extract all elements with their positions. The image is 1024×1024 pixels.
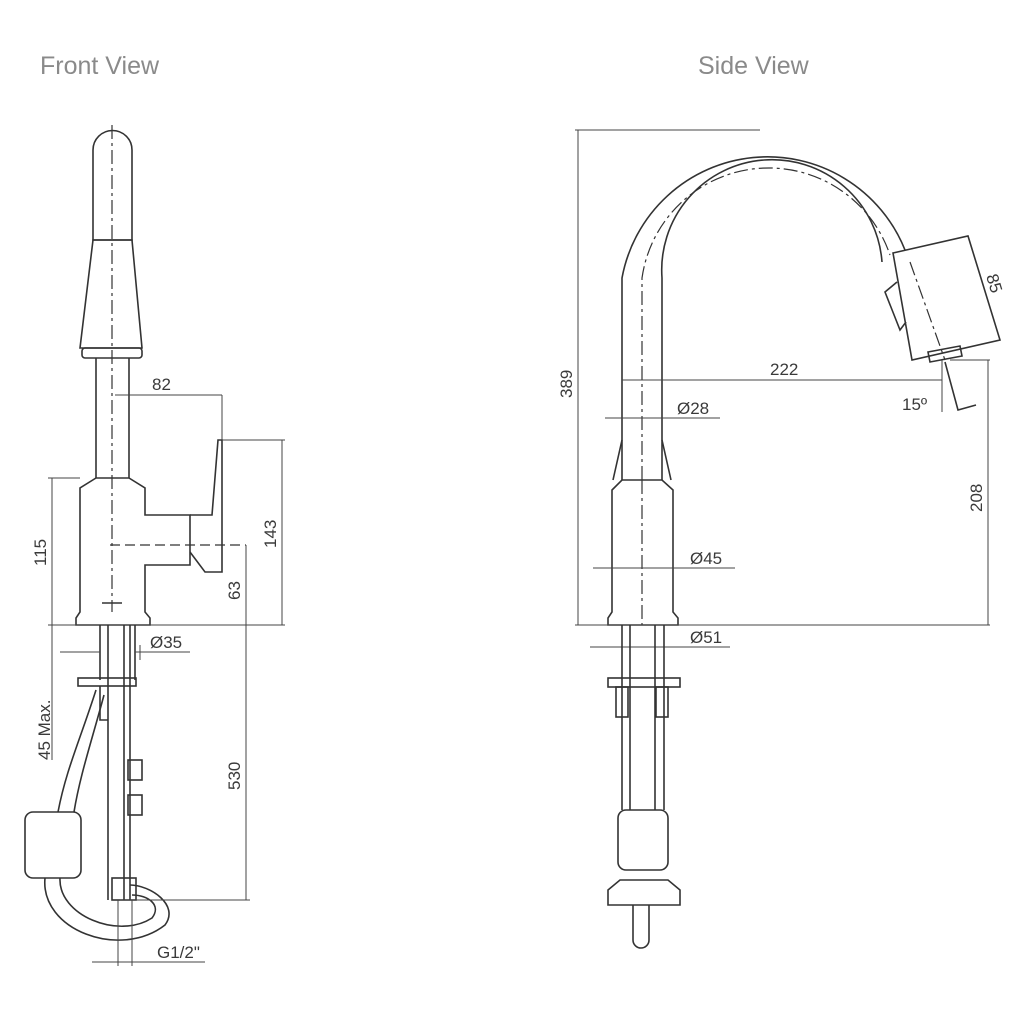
spout-tube [95,358,130,478]
side-inlet-pin [632,905,650,949]
dim-143: 143 [261,520,280,548]
valve-fitting [127,759,143,781]
dim-115: 115 [31,539,50,566]
spout-sleeve [612,439,672,481]
side-stud [655,686,669,718]
pullout-spray-tip [92,129,133,241]
dim-208: 208 [967,484,986,512]
side-hose-weight [617,809,669,871]
dim-diameter-51: Ø51 [690,628,722,647]
spray-head-side [892,235,1002,361]
hose-loop [44,877,170,941]
dim-thread-g12: G1/2" [157,943,200,962]
side-body [607,479,679,626]
valve-fitting [127,794,143,816]
dim-45-max: 45 Max. [35,700,54,760]
mounting-stud [99,686,108,721]
dim-222: 222 [770,360,798,379]
pullout-spray-head [79,239,143,349]
dim-530: 530 [225,762,244,790]
hose-weight [24,811,82,879]
side-inlet-fitting [607,879,681,906]
side-view: 389 222 15º 208 Ø28 Ø45 Ø51 85 [557,129,1006,949]
spray-button [884,281,907,332]
dim-85: 85 [982,272,1006,296]
gooseneck-spout [621,156,906,480]
dim-diameter-28: Ø28 [677,399,709,418]
side-mounting-nut [607,677,681,688]
dim-82: 82 [152,375,171,394]
dim-diameter-35: Ø35 [150,633,182,652]
mounting-nut [77,677,137,687]
faucet-body [75,477,191,626]
dim-diameter-45: Ø45 [690,549,722,568]
supply-shanks [99,625,136,900]
spray-stream [944,361,977,411]
pullout-hose [57,689,105,813]
side-stud [615,686,629,718]
side-view-title: Side View [698,52,810,80]
dim-angle-15: 15º [902,395,927,414]
dim-389: 389 [557,370,576,398]
aerator-side [927,345,963,363]
front-view-title: Front View [40,52,160,80]
lever-handle [189,439,223,573]
front-view: 82 143 115 63 Ø35 45 Max. 530 G1/2" [24,125,285,966]
dim-63: 63 [225,581,244,600]
